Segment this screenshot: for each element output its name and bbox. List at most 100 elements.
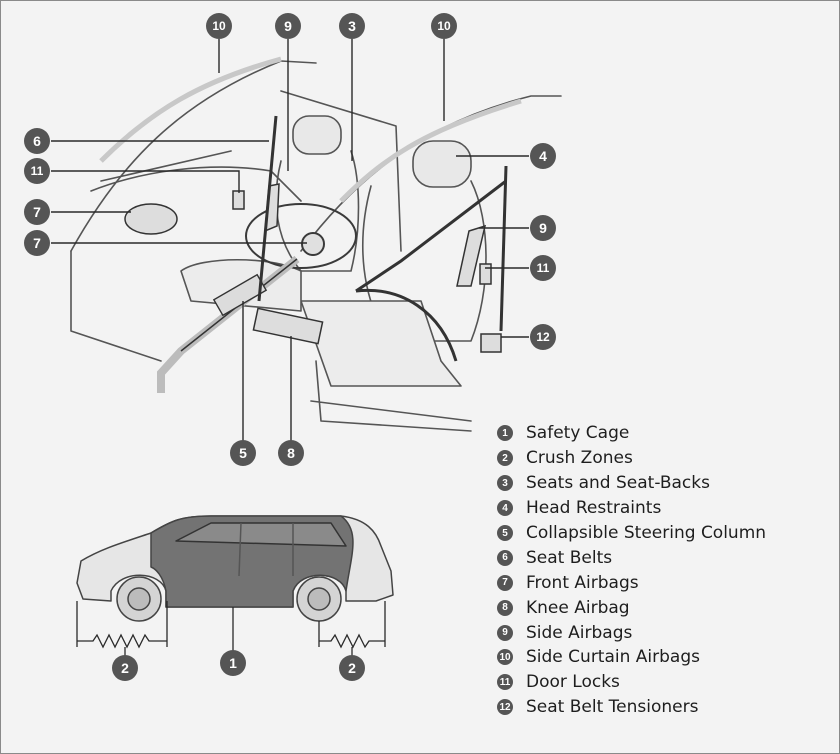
callout-10-curtain-near: 10 bbox=[431, 13, 457, 39]
door-sill bbox=[310, 360, 472, 432]
steering-wheel bbox=[245, 203, 357, 269]
callout-number: 6 bbox=[33, 133, 41, 149]
legend-item: 10 Side Curtain Airbags bbox=[497, 645, 766, 670]
vehicle-window-line bbox=[175, 522, 347, 547]
near-seat-belt-pillar bbox=[499, 165, 508, 332]
near-seat-cushion bbox=[300, 300, 462, 387]
callout-2-crush-front: 2 bbox=[112, 655, 138, 681]
legend-item: 8 Knee Airbag bbox=[497, 595, 766, 620]
callout-number: 1 bbox=[229, 655, 237, 671]
callout-4-head-restraints: 4 bbox=[530, 143, 556, 169]
callout-11-door-lock-near: 11 bbox=[530, 255, 556, 281]
callout-number: 9 bbox=[284, 18, 292, 34]
legend-label: Door Locks bbox=[526, 672, 620, 693]
legend-number-badge: 1 bbox=[497, 425, 513, 442]
legend-number-badge: 10 bbox=[497, 649, 513, 666]
callout-6-seat-belts: 6 bbox=[24, 128, 50, 154]
callout-number: 12 bbox=[536, 330, 550, 344]
seat-belt-tensioner bbox=[480, 333, 502, 353]
callout-markers: 10 9 3 10 6 11 7 7 4 9 11 12 5 8 2 1 2 bbox=[24, 13, 556, 681]
callout-number: 4 bbox=[539, 148, 547, 164]
callout-3-seats: 3 bbox=[339, 13, 365, 39]
crush-zone-markers bbox=[76, 601, 386, 656]
callout-number: 11 bbox=[537, 261, 550, 275]
leader-11a bbox=[51, 170, 240, 193]
legend-item: 11 Door Locks bbox=[497, 670, 766, 695]
airbag-components bbox=[99, 56, 522, 362]
legend-label: Side Airbags bbox=[526, 622, 633, 643]
front-crush-zigzag bbox=[77, 633, 167, 649]
callout-number: 11 bbox=[31, 164, 44, 178]
legend-item: 5 Collapsible Steering Column bbox=[497, 521, 766, 546]
callout-leaders bbox=[51, 39, 529, 441]
callout-9-side-near: 9 bbox=[530, 215, 556, 241]
far-windshield-frame bbox=[70, 60, 317, 252]
far-seat-belt bbox=[257, 115, 278, 302]
legend-number-badge: 6 bbox=[497, 549, 513, 566]
legend-label: Collapsible Steering Column bbox=[526, 523, 767, 543]
legend-item: 2 Crush Zones bbox=[497, 446, 766, 471]
near-seat-belt-shoulder bbox=[355, 179, 507, 293]
legend-label: Front Airbags bbox=[526, 572, 639, 593]
legend-number-badge: 11 bbox=[497, 674, 513, 691]
legend-label: Crush Zones bbox=[526, 448, 633, 469]
callout-number: 7 bbox=[33, 235, 41, 251]
knee-airbag bbox=[252, 307, 324, 345]
cabin-interior-drawing bbox=[70, 60, 562, 432]
callout-number: 7 bbox=[33, 204, 41, 220]
legend-number-badge: 5 bbox=[497, 525, 513, 541]
far-headrest bbox=[292, 115, 342, 155]
callout-number: 2 bbox=[121, 660, 129, 676]
far-side-curtain-airbag bbox=[99, 56, 282, 163]
legend-label: Seats and Seat-Backs bbox=[526, 473, 710, 494]
legend-list: 1 Safety Cage 2 Crush Zones 3 Seats and Seat-… bbox=[497, 421, 766, 720]
near-door-lock bbox=[479, 263, 492, 285]
front-crush-bounds bbox=[76, 601, 168, 647]
rear-crush-bounds bbox=[318, 601, 386, 647]
callout-number: 10 bbox=[437, 19, 451, 33]
legend-label: Head Restraints bbox=[526, 498, 662, 519]
legend-item: 9 Side Airbags bbox=[497, 620, 766, 645]
legend-label: Knee Airbag bbox=[526, 597, 630, 618]
callout-1-safety-cage: 1 bbox=[220, 650, 246, 676]
legend-number-badge: 9 bbox=[497, 624, 513, 641]
steering-hub bbox=[301, 232, 325, 256]
legend-item: 3 Seats and Seat-Backs bbox=[497, 471, 766, 496]
steering-assembly bbox=[157, 203, 357, 393]
b-pillar bbox=[238, 522, 294, 577]
legend-number-badge: 2 bbox=[497, 450, 513, 467]
legend-number-badge: 3 bbox=[497, 475, 513, 492]
callout-number: 3 bbox=[348, 18, 356, 34]
legend-label: Side Curtain Airbags bbox=[526, 647, 700, 668]
legend-number-badge: 8 bbox=[497, 599, 513, 616]
callout-11-door-lock-far: 11 bbox=[24, 158, 50, 184]
vehicle-side-view bbox=[76, 515, 394, 622]
rear-wheel-hub bbox=[307, 587, 331, 611]
legend-item: 12 Seat Belt Tensioners bbox=[497, 695, 766, 720]
legend-number-badge: 12 bbox=[497, 699, 513, 716]
callout-5-steering-column: 5 bbox=[230, 440, 256, 466]
legend-label: Seat Belt Tensioners bbox=[526, 697, 699, 718]
callout-number: 9 bbox=[539, 220, 547, 236]
callout-number: 2 bbox=[348, 660, 356, 676]
legend-number-badge: 7 bbox=[497, 574, 513, 591]
front-wheel-hub bbox=[127, 587, 151, 611]
callout-number: 5 bbox=[239, 445, 247, 461]
far-door-lock bbox=[232, 190, 245, 210]
near-roof-edge bbox=[280, 90, 402, 252]
far-door-frame bbox=[70, 150, 232, 362]
callout-7-front-airbag-passenger: 7 bbox=[24, 199, 50, 225]
callout-9-side-far: 9 bbox=[275, 13, 301, 39]
callout-8-knee-airbag: 8 bbox=[278, 440, 304, 466]
near-side-curtain-airbag bbox=[339, 98, 522, 203]
callout-number: 10 bbox=[212, 19, 226, 33]
callout-10-curtain-far: 10 bbox=[206, 13, 232, 39]
near-headrest bbox=[412, 140, 472, 188]
legend-item: 1 Safety Cage bbox=[497, 421, 766, 446]
callout-12-tensioner: 12 bbox=[530, 324, 556, 350]
callout-7-front-airbag-driver: 7 bbox=[24, 230, 50, 256]
near-seat-belt-lap bbox=[355, 288, 458, 362]
legend-label: Safety Cage bbox=[526, 423, 630, 444]
